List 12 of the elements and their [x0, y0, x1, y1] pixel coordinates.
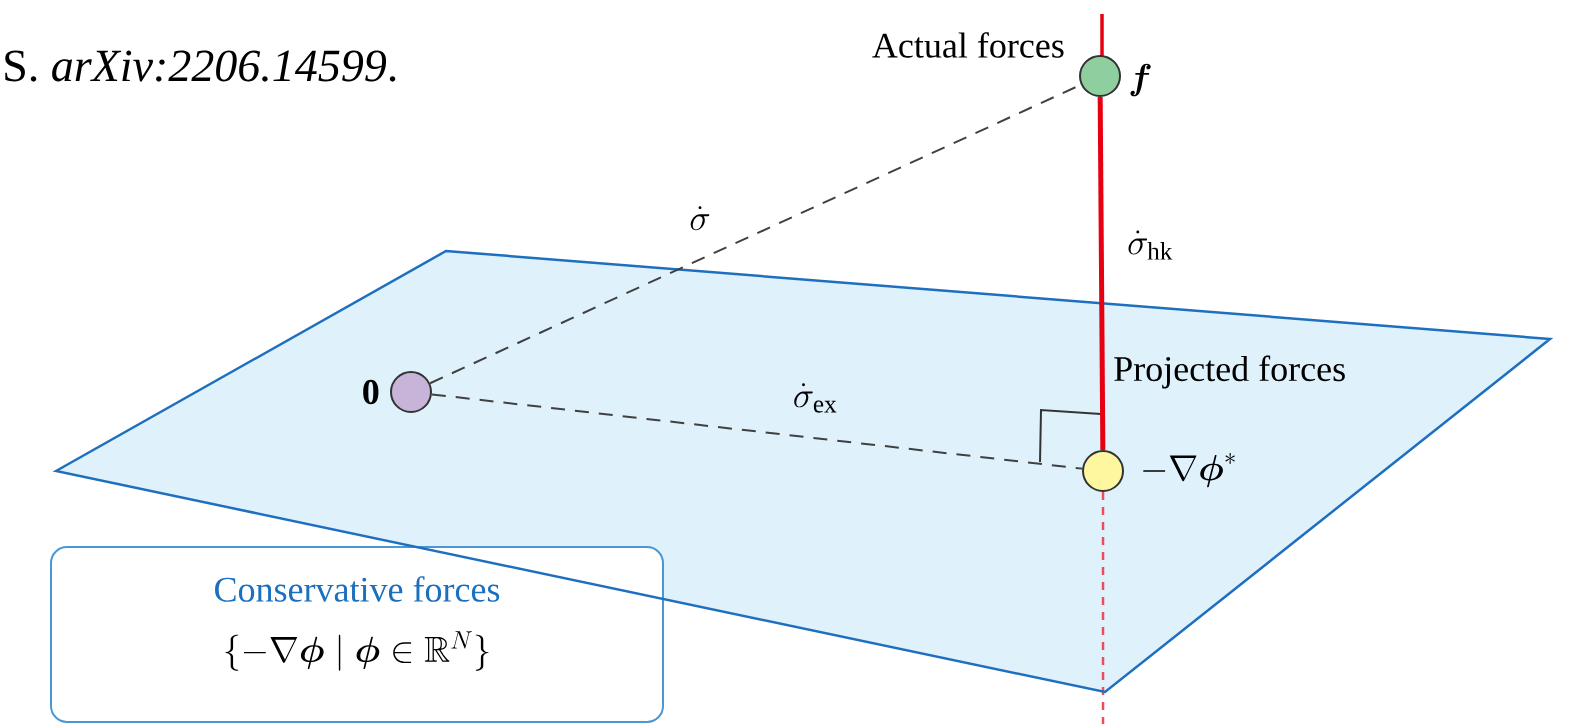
node-label: 0	[363, 379, 379, 405]
node-label: Projected forces	[1114, 355, 1345, 389]
node-label: $\boldsymbol{f}$	[1130, 63, 1151, 97]
node-label: $-\nabla\boldsymbol{\phi}^{*}$	[1143, 453, 1235, 488]
edge-label: $\dot{\sigma}_{\mathrm{ex}}$	[794, 383, 837, 413]
connector-line	[1097, 96, 1106, 451]
citation-text: S. arXiv:2206.14599.	[5, 50, 396, 82]
edge-label: $\dot{\sigma}_{\mathrm{hk}}$	[1128, 230, 1173, 260]
node-label: Actual forces	[872, 32, 1064, 58]
connector-line	[430, 393, 1084, 470]
text-box: Conservative forces $\{-\nabla\boldsymbol{\phi} \mid \boldsymbol{\phi}\in\mathbb{R}^{N}\}$	[50, 546, 664, 723]
edge-label: $\dot{\sigma}$	[690, 206, 710, 231]
